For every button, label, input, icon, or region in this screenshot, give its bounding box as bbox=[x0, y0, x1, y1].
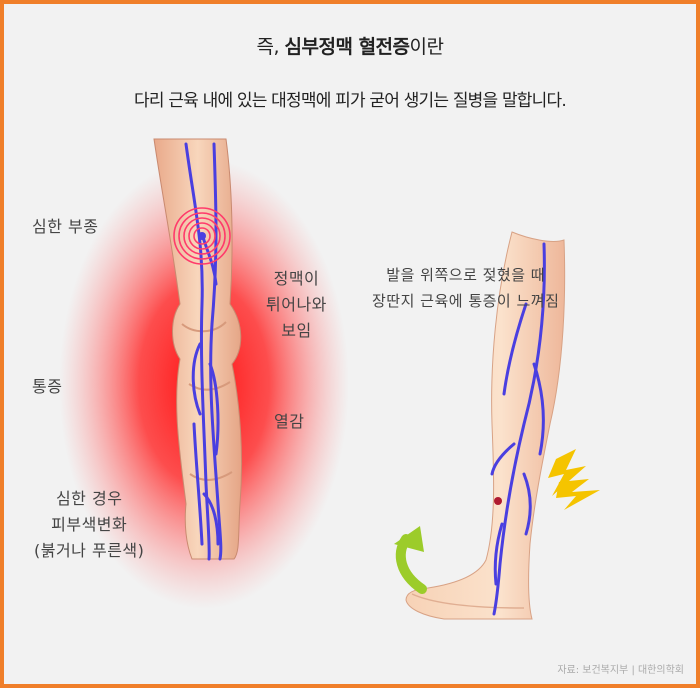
label-pain: 통증 bbox=[32, 377, 63, 396]
label-severe-swelling: 심한 부종 bbox=[32, 217, 99, 236]
lower-leg bbox=[405, 231, 566, 620]
label-skin-change: 심한 경우 피부색변화 (붉거나 푸른색) bbox=[34, 489, 145, 560]
target-rings-icon bbox=[173, 207, 231, 265]
label-calf-pain: 발을 위쪽으로 젖혔을 때 장딴지 근육에 통증이 느껴짐 bbox=[372, 266, 560, 310]
source-credit: 자료: 보건복지부 | 대한의학회 bbox=[557, 665, 684, 676]
label-heat: 열감 bbox=[274, 412, 305, 431]
curved-arrow-up-icon bbox=[394, 526, 427, 594]
page-subtitle: 다리 근육 내에 있는 대정맥에 피가 굳어 생기는 질병을 말합니다. bbox=[134, 91, 567, 111]
clot-dot-calf bbox=[494, 497, 502, 505]
leg-illustration bbox=[59, 138, 600, 620]
label-vein-visible: 정맥이 튀어나와 보임 bbox=[266, 269, 327, 340]
title-emphasis: 심부정맥 혈전증 bbox=[284, 36, 410, 58]
page-title: 즉, 심부정맥 혈전증이란 bbox=[4, 32, 696, 59]
lightning-icon bbox=[548, 449, 600, 510]
veins-right bbox=[490, 242, 546, 616]
title-prefix: 즉, bbox=[256, 36, 285, 58]
clot-dot bbox=[198, 232, 206, 240]
title-suffix: 이란 bbox=[409, 36, 444, 58]
